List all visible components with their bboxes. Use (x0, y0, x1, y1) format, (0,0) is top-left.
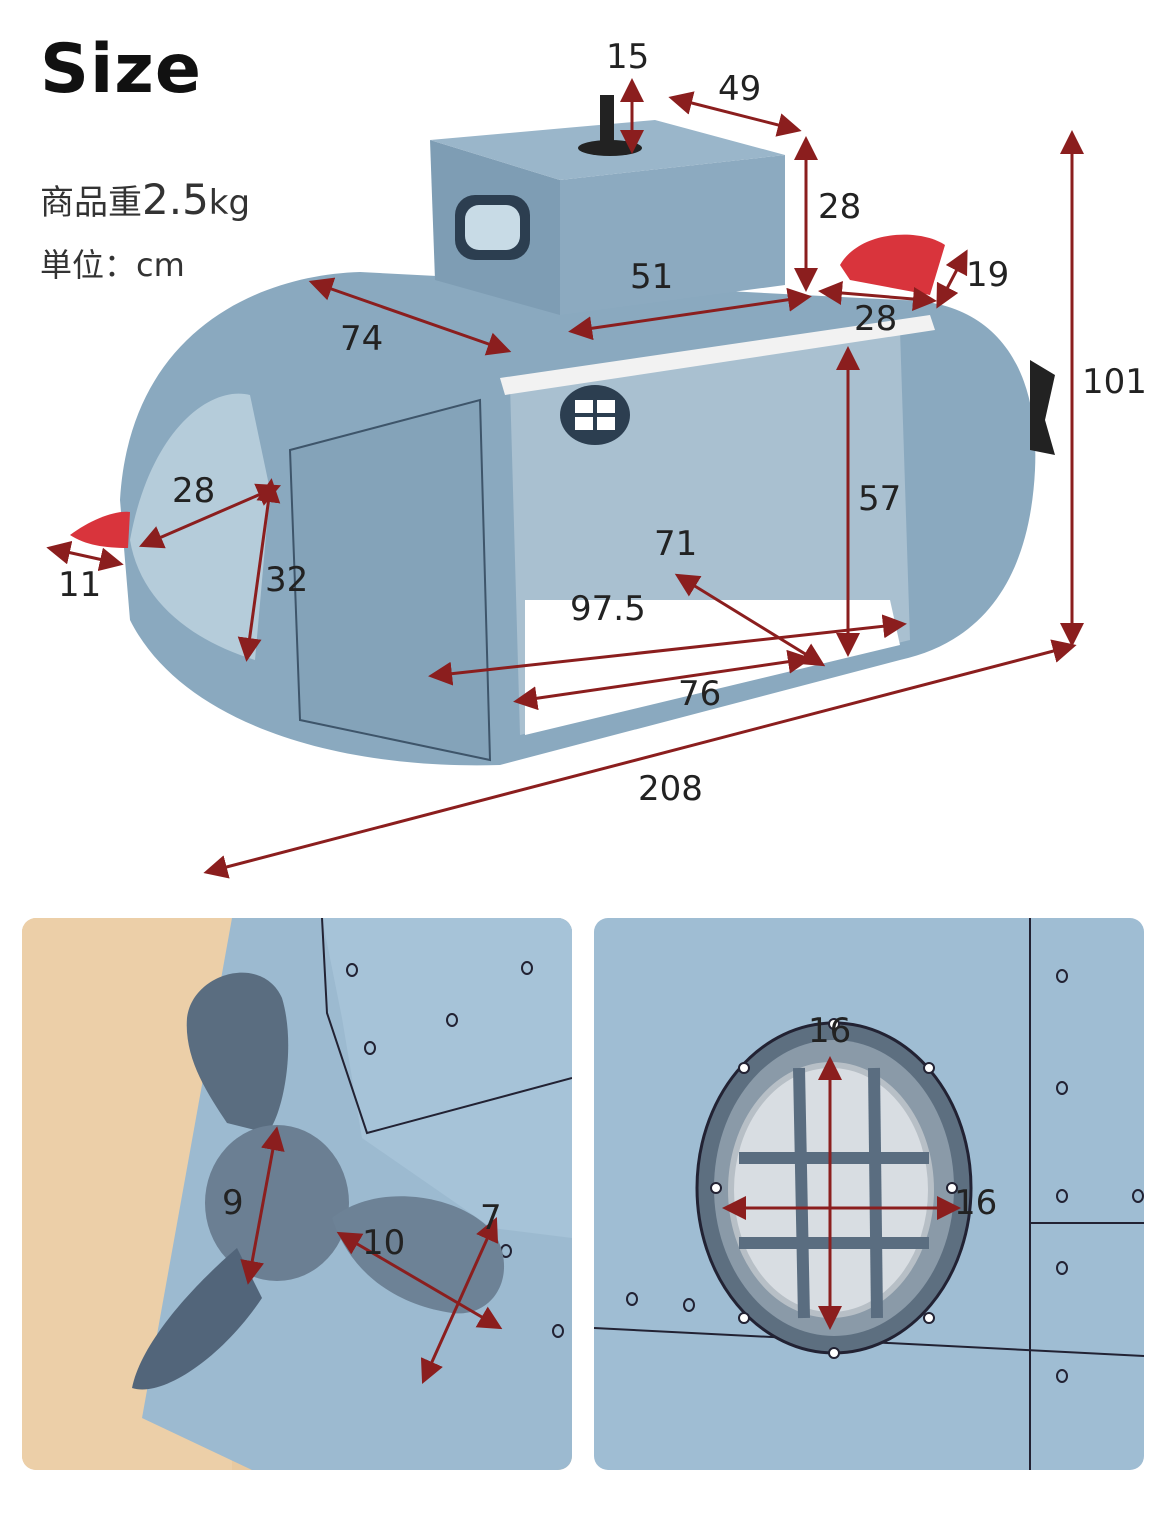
dim-tower-width: 51 (630, 257, 674, 297)
porthole-detail-photo: 16 16 (594, 918, 1144, 1470)
dim-blade-width: 10 (362, 1223, 406, 1263)
weight-text: 商品重2.5kg (40, 175, 250, 224)
dim-window-width: 28 (172, 471, 216, 511)
dim-tower-height: 28 (818, 187, 862, 227)
arrow-blade-height (240, 1126, 285, 1285)
dim-top-length: 74 (340, 319, 384, 359)
arrow-window-height (237, 478, 281, 662)
arrow-top-length (308, 277, 512, 356)
dim-window-height: 32 (265, 560, 309, 600)
unit-label: 単位：cm (40, 246, 185, 284)
dim-fin-size: 19 (966, 255, 1010, 295)
propeller-blade-bottom (132, 1248, 262, 1390)
dim-total-length: 208 (638, 769, 703, 809)
arrow-fin-width (818, 281, 937, 311)
dim-blade-length: 7 (480, 1198, 502, 1238)
dim-porthole-height: 16 (808, 1011, 852, 1051)
weight-value: 2.5 (142, 175, 209, 224)
dim-door-height: 57 (858, 479, 902, 519)
dim-fin-width: 28 (854, 299, 898, 339)
arrow-blade-length (420, 1217, 499, 1384)
arrow-total-length (203, 639, 1077, 879)
propeller-detail-photo: 9 10 7 (22, 918, 572, 1470)
dim-total-height: 101 (1082, 362, 1147, 402)
tent-pole (500, 315, 935, 395)
arrow-tower-width (568, 287, 812, 341)
arrow-tower-depth (668, 91, 802, 137)
submarine-illustration (46, 78, 1084, 879)
dim-door-width: 76 (678, 674, 722, 714)
dim-tower-depth: 49 (718, 69, 762, 109)
weight-label: 商品重 (40, 183, 142, 223)
arrow-fin-size (936, 249, 968, 309)
dim-porthole-width: 16 (954, 1183, 998, 1223)
dim-nose: 11 (58, 565, 102, 605)
dim-blade-height: 9 (222, 1183, 244, 1223)
nose-fin (70, 511, 130, 548)
rear-propeller (1030, 360, 1055, 455)
dim-periscope-height: 15 (606, 37, 650, 77)
page-title: Size (40, 30, 202, 109)
weight-unit: kg (208, 183, 251, 223)
propeller-blade-top (186, 972, 289, 1133)
periscope (600, 95, 614, 150)
dim-inner-depth: 71 (654, 524, 698, 564)
top-fin (840, 234, 945, 295)
side-panel (288, 398, 492, 762)
dim-inner-width: 97.5 (570, 589, 646, 629)
arrow-nose (46, 540, 124, 572)
